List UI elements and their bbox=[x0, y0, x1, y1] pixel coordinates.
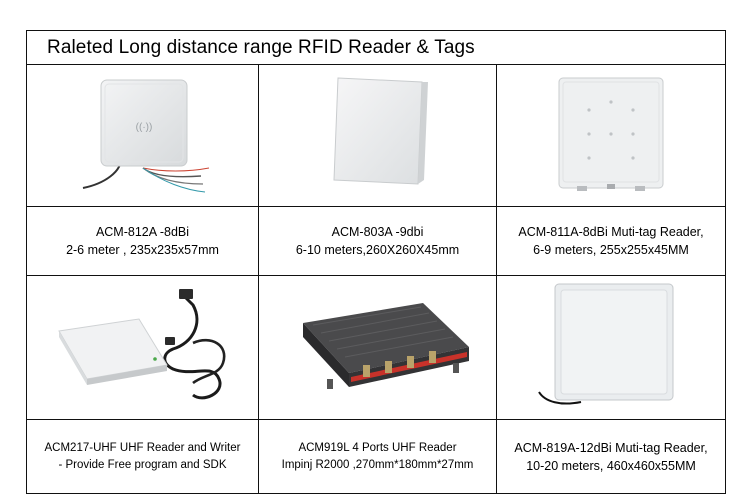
product-image-cell: ((·)) bbox=[27, 65, 259, 207]
four-port-fixed-reader-icon bbox=[302, 302, 469, 389]
square-panel-reader-icon bbox=[332, 76, 428, 185]
page-title: Raleted Long distance range RFID Reader … bbox=[47, 36, 475, 58]
product-model: ACM-803A -9dbi bbox=[331, 225, 424, 239]
product-caption: ACM-811A-8dBi Muti-tag Reader, 6-9 meter… bbox=[497, 207, 725, 276]
product-model: ACM-811A-8dBi Muti-tag Reader, bbox=[518, 225, 704, 239]
product-caption: ACM217-UHF UHF Reader and Writer - Provi… bbox=[27, 420, 259, 493]
product-model: ACM-812A -8dBi bbox=[95, 225, 190, 239]
product-spec: 10-20 meters, 460x460x55MM bbox=[526, 458, 696, 473]
product-model: ACM217-UHF UHF Reader and Writer bbox=[44, 441, 241, 454]
product-image-cell bbox=[497, 276, 725, 420]
product-spec: Impinj R2000 ,270mm*180mm*27mm bbox=[281, 458, 474, 471]
product-image-cell bbox=[259, 65, 497, 207]
product-caption: ACM-812A -8dBi 2-6 meter , 235x235x57mm bbox=[27, 207, 259, 276]
product-model: ACM-819A-12dBi Muti-tag Reader, bbox=[514, 440, 708, 455]
product-table: Raleted Long distance range RFID Reader … bbox=[26, 30, 726, 494]
desktop-usb-reader-icon bbox=[57, 288, 225, 399]
product-image-cell bbox=[497, 65, 725, 207]
product-spec: 6-10 meters,260X260X45mm bbox=[295, 243, 460, 257]
product-caption: ACM919L 4 Ports UHF Reader Impinj R2000 … bbox=[259, 420, 497, 493]
product-caption: ACM-803A -9dbi 6-10 meters,260X260X45mm bbox=[259, 207, 497, 276]
product-spec: 2-6 meter , 235x235x57mm bbox=[66, 243, 219, 257]
table-title-row: Raleted Long distance range RFID Reader … bbox=[27, 31, 725, 65]
product-model: ACM919L 4 Ports UHF Reader bbox=[298, 441, 457, 454]
product-grid: ((·)) bbox=[27, 65, 725, 493]
square-panel-reader-with-cable-icon: ((·)) bbox=[82, 79, 209, 192]
svg-text:((·)): ((·)) bbox=[135, 122, 152, 133]
product-image-cell bbox=[259, 276, 497, 420]
product-caption: ACM-819A-12dBi Muti-tag Reader, 10-20 me… bbox=[497, 420, 725, 493]
large-panel-reader-icon bbox=[538, 283, 674, 405]
product-spec: - Provide Free program and SDK bbox=[58, 458, 227, 471]
multi-tag-panel-reader-icon bbox=[558, 77, 664, 191]
product-spec: 6-9 meters, 255x255x45MM bbox=[533, 243, 689, 257]
product-image-cell bbox=[27, 276, 259, 420]
